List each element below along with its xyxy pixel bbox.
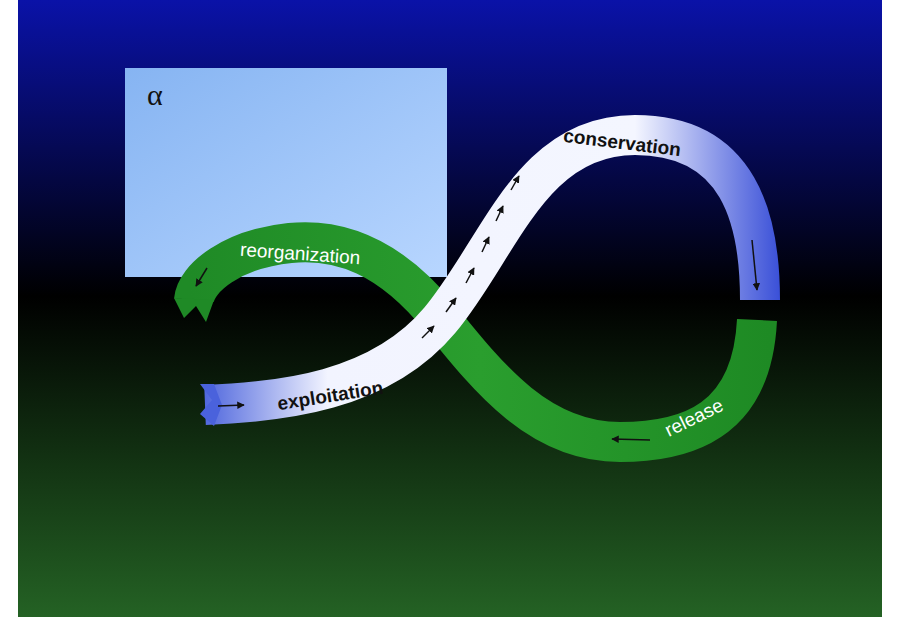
flow-arrows [196, 176, 757, 440]
ribbon-tail [174, 298, 214, 322]
white-ribbon [205, 135, 760, 405]
ribbon-tail [200, 384, 222, 426]
alpha-box-fill [125, 68, 447, 277]
background [18, 0, 882, 617]
phase-symbol: α [147, 80, 447, 110]
